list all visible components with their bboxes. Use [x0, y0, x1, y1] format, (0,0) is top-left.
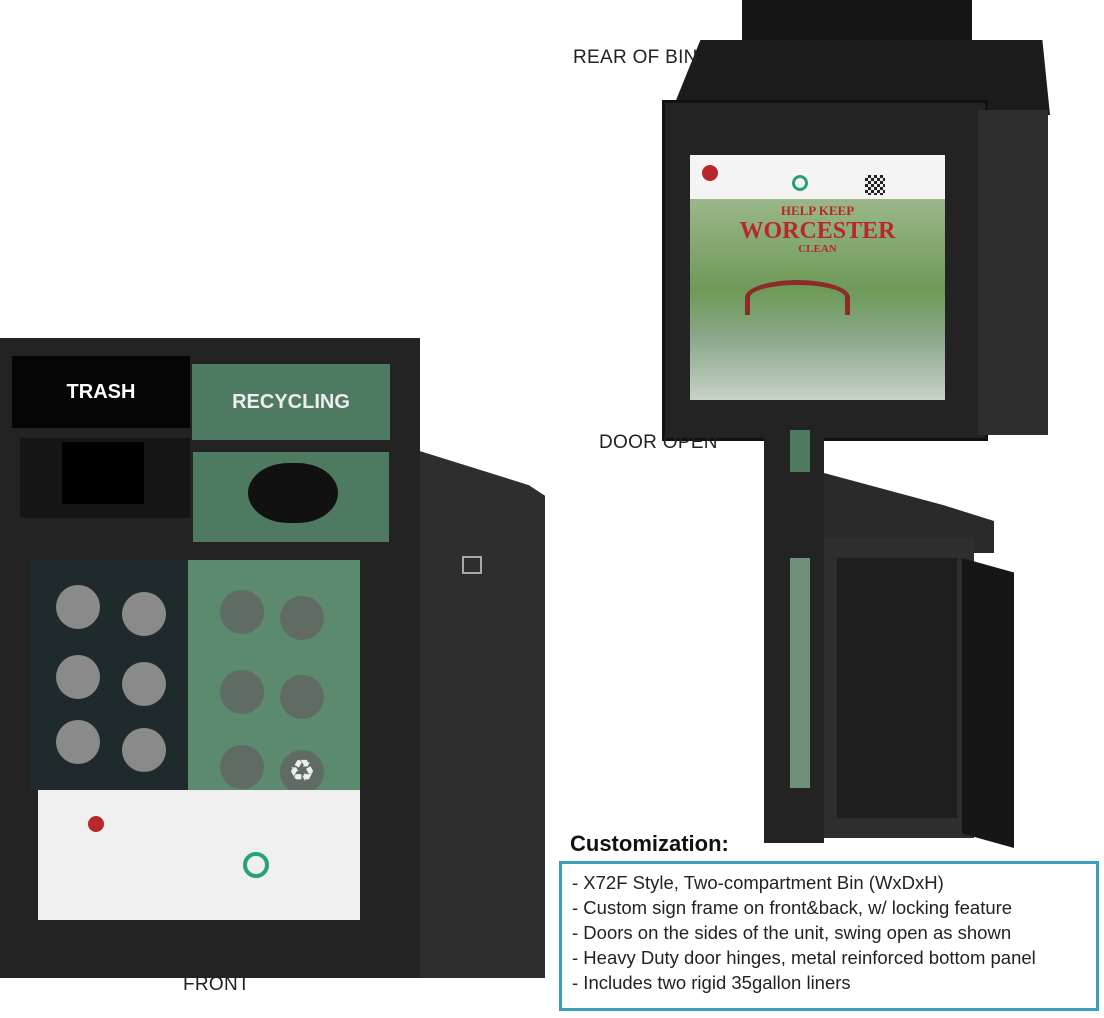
door-open-label: DOOR OPEN — [599, 432, 718, 453]
trash-slot — [62, 442, 144, 504]
customization-item: - Includes two rigid 35gallon liners — [572, 972, 851, 993]
customization-box: - X72F Style, Two-compartment Bin (WxDxH… — [559, 861, 1099, 1011]
swing-door[interactable] — [962, 558, 1014, 848]
recycling-label: RECYCLING — [232, 390, 350, 413]
customization-item: - Custom sign frame on front&back, w/ lo… — [572, 897, 1013, 918]
front-label: FRONT — [183, 974, 250, 995]
item-icon — [280, 675, 324, 719]
green-logo — [792, 175, 808, 191]
customization-item: - Doors on the sides of the unit, swing … — [572, 922, 1012, 943]
recycling-sign-panel: ♻ — [188, 560, 360, 800]
trash-sign-panel — [30, 560, 188, 790]
side-sign — [790, 558, 810, 788]
front-side-panel — [410, 448, 545, 978]
liner — [837, 558, 957, 818]
item-icon — [56, 655, 100, 699]
item-icon — [122, 592, 166, 636]
green-logo — [243, 852, 269, 878]
item-icon — [220, 670, 264, 714]
sign-headline: HELP KEEP WORCESTER CLEAN — [690, 203, 945, 255]
rear-back-panel — [742, 0, 972, 45]
recycling-slot — [248, 463, 338, 523]
qr-code — [865, 175, 885, 195]
rear-label: REAR OF BIN — [573, 47, 698, 68]
rear-bin-illustration: HELP KEEP WORCESTER CLEAN — [660, 0, 1055, 445]
item-icon — [122, 728, 166, 772]
recycle-icon: ♻ — [280, 750, 324, 794]
sign-footer — [38, 790, 360, 920]
city-logo — [702, 165, 718, 181]
item-icon — [280, 596, 324, 640]
sign-line2: WORCESTER — [739, 218, 896, 244]
side-handle — [462, 556, 482, 574]
recycling-sign: RECYCLING — [192, 364, 390, 440]
customization-title: Customization: — [570, 831, 729, 856]
trash-label: TRASH — [66, 380, 136, 403]
rear-side-panel — [978, 110, 1048, 435]
sign-line3: CLEAN — [798, 243, 837, 255]
door-open-front-edge — [764, 418, 824, 843]
green-strip — [790, 430, 810, 472]
customization-item: - X72F Style, Two-compartment Bin (WxDxH… — [572, 872, 944, 893]
sign-line1: HELP KEEP — [780, 203, 855, 218]
customization-item: - Heavy Duty door hinges, metal reinforc… — [572, 947, 1036, 968]
trash-sign: TRASH — [12, 356, 190, 428]
front-bin-illustration: TRASH RECYCLING ♻ — [0, 338, 550, 988]
item-icon — [220, 590, 264, 634]
bridge-image — [745, 280, 850, 315]
item-icon — [56, 720, 100, 764]
rear-sign: HELP KEEP WORCESTER CLEAN — [690, 155, 945, 400]
door-open-bin-illustration — [762, 418, 1022, 848]
front-sign: ♻ — [30, 560, 360, 920]
item-icon — [122, 662, 166, 706]
customization-list: - X72F Style, Two-compartment Bin (WxDxH… — [572, 870, 1086, 995]
item-icon — [56, 585, 100, 629]
item-icon — [220, 745, 264, 789]
city-logo — [88, 816, 104, 832]
